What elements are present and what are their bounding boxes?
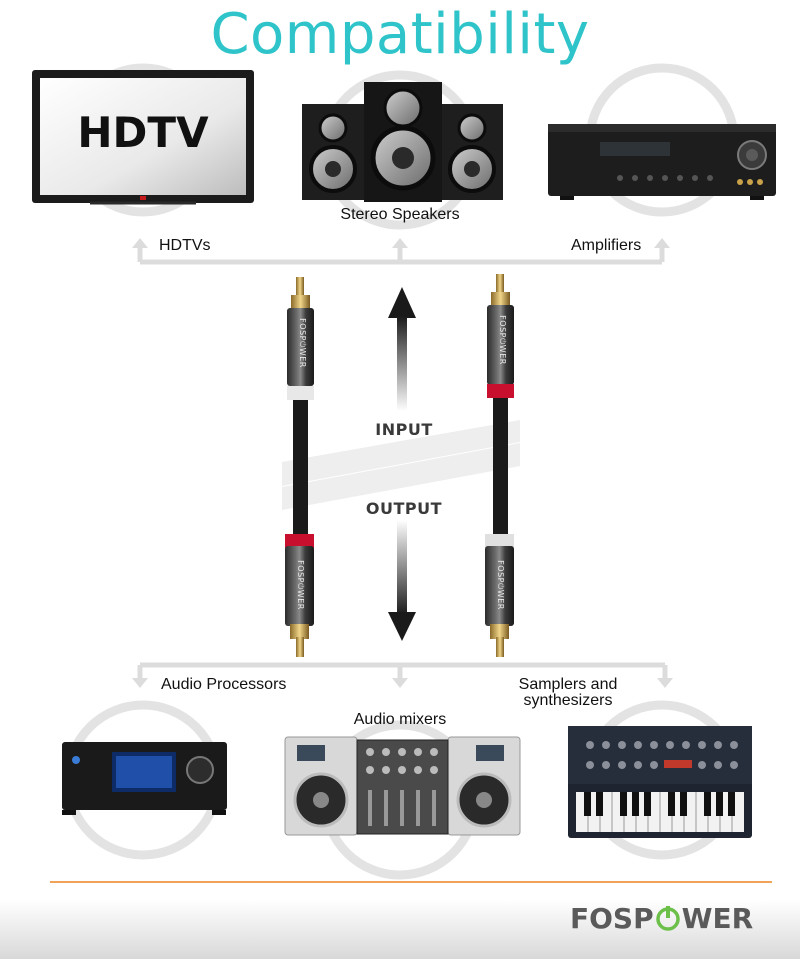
cable-right-top-brand: FOSP⏻WER <box>498 315 507 365</box>
bottom-connector-rail <box>137 662 668 680</box>
audio-mixers-label: Audio mixers <box>353 711 447 728</box>
samplers-label-line1: Samplers and <box>518 676 618 693</box>
fospower-logo: FOSP WER <box>570 898 753 938</box>
cable-left-bottom-brand: FOSP⏻WER <box>296 560 305 610</box>
output-label: OUTPUT <box>365 499 443 518</box>
cable-left-top-brand: FOSP⏻WER <box>298 318 307 368</box>
logo-text-left: FOSP <box>570 901 654 935</box>
page-title: Compatibility <box>210 2 590 67</box>
hdtvs-label: HDTVs <box>159 237 211 254</box>
amplifier-image <box>548 124 776 200</box>
audio-processor-image <box>62 742 227 815</box>
stereo-speakers-image <box>302 82 503 202</box>
crossing-band <box>282 420 520 510</box>
output-arrow <box>388 520 416 641</box>
samplers-label-line2: synthesizers <box>523 692 613 709</box>
samplers-label: Samplers and synthesizers <box>500 677 636 709</box>
cable-right-bottom-brand: FOSP⏻WER <box>496 560 505 610</box>
hdtv-image <box>32 70 254 205</box>
logo-text-right: WER <box>681 901 754 935</box>
input-arrow <box>388 287 416 411</box>
synthesizer-image <box>568 726 752 838</box>
cable-right <box>485 274 514 657</box>
dj-mixer-image <box>284 736 521 836</box>
stereo-speakers-label: Stereo Speakers <box>340 206 460 223</box>
amplifiers-label: Amplifiers <box>571 237 642 254</box>
cable-left <box>285 277 314 657</box>
audio-processors-label: Audio Processors <box>161 676 287 693</box>
power-icon <box>655 905 681 931</box>
input-label: INPUT <box>375 420 433 439</box>
hdtv-screen-text: HDTV <box>77 108 209 157</box>
